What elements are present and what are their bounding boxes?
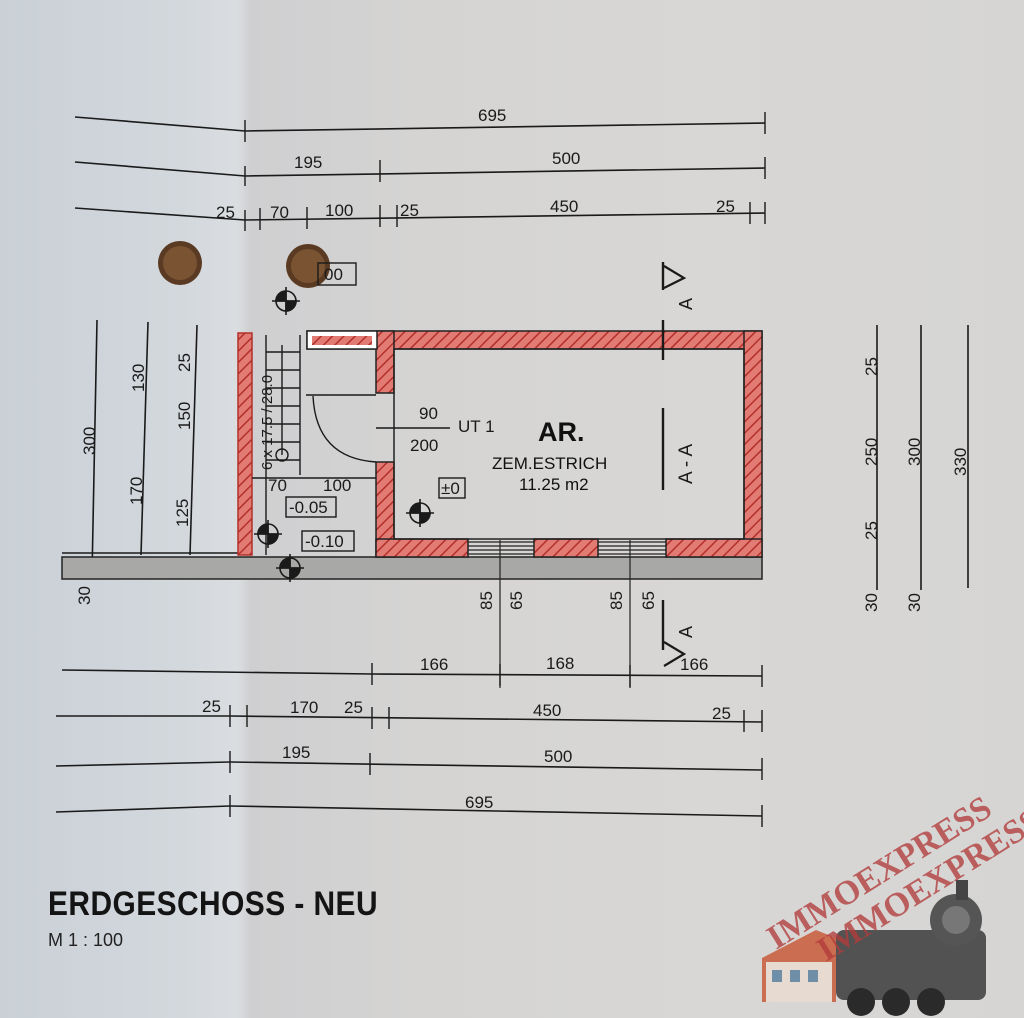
dim-right-30b: 30: [905, 593, 924, 612]
house-icon: [762, 930, 836, 1002]
dim-right-250: 250: [862, 438, 881, 466]
ground-strip: [61, 556, 763, 580]
dim-left-300: 300: [80, 427, 99, 455]
dim-right-330: 330: [951, 448, 970, 476]
opening-dim-65a: 65: [507, 591, 526, 610]
dim-top-195: 195: [294, 153, 322, 172]
box-label: 00: [324, 265, 343, 284]
dim-right-25b: 25: [862, 521, 881, 540]
watermark-logo: IMMOEXPRESS IMMOEXPRESS: [761, 789, 1024, 1016]
dim-bottom-166a: 166: [420, 655, 448, 674]
level-minus-005: -0.05: [289, 498, 328, 517]
plan-scale: M 1 : 100: [48, 930, 124, 950]
top-dimension-labels: 695 195 500 25 70 100 25 450 25: [216, 106, 735, 222]
dim-bottom-170: 170: [290, 698, 318, 717]
dim-top-70: 70: [270, 203, 289, 222]
level-marker-icon: [406, 499, 434, 527]
dim-top-25a: 25: [216, 203, 235, 222]
binder-holes: [158, 241, 330, 288]
level-minus-010: -0.10: [305, 532, 344, 551]
dim-left-30: 30: [75, 586, 94, 605]
dim-left-125: 125: [173, 499, 192, 527]
section-label: A - A: [676, 444, 697, 484]
dim-left-170: 170: [127, 477, 146, 505]
opening-dim-65b: 65: [639, 591, 658, 610]
dim-bottom-500: 500: [544, 747, 572, 766]
dim-right-25a: 25: [862, 357, 881, 376]
level-marker-icon: [272, 287, 300, 315]
window-openings: [468, 540, 666, 688]
dim-bottom-195: 195: [282, 743, 310, 762]
level-zero: ±0: [441, 479, 460, 498]
dim-top-total: 695: [478, 106, 506, 125]
dim-bottom-450: 450: [533, 701, 561, 720]
bottom-dimension-lines: [55, 663, 763, 827]
locomotive-icon: [836, 880, 986, 1016]
dim-bottom-695: 695: [465, 793, 493, 812]
stair-label: 6 x 17.5 / 28.0: [259, 375, 276, 470]
door-width: 90: [419, 404, 438, 423]
dim-top-25c: 25: [716, 197, 735, 216]
plan-title: ERDGESCHOSS - NEU: [48, 885, 378, 923]
room-code: AR.: [538, 417, 585, 447]
dim-bottom-25a: 25: [202, 697, 221, 716]
level-marker-icon: [276, 554, 304, 582]
level-marker-icon: [254, 520, 282, 548]
level-marker-icons: [254, 287, 434, 582]
dim-top-450: 450: [550, 197, 578, 216]
door-label: UT 1: [458, 417, 495, 436]
left-dimension-lines: [62, 319, 240, 576]
dim-bottom-25c: 25: [712, 704, 731, 723]
dim-bottom-168: 168: [546, 654, 574, 673]
room-walls: [306, 330, 763, 558]
stair-area: [237, 332, 377, 556]
section-marker-bottom: A: [676, 626, 696, 638]
dim-left-150: 150: [175, 402, 194, 430]
dim-bottom-25b: 25: [344, 698, 363, 717]
section-arrow-icon: [663, 265, 687, 667]
title-block: ERDGESCHOSS - NEU M 1 : 100: [48, 885, 423, 951]
section-marker-top: A: [676, 298, 696, 310]
room-floor: ZEM.ESTRICH: [492, 454, 607, 473]
right-dimension-lines: [876, 325, 969, 590]
left-dimension-labels: 300 130 170 25 150 125 30: [75, 353, 194, 605]
level-boxes: [285, 262, 466, 552]
dim-top-25b: 25: [400, 201, 419, 220]
dim-right-30a: 30: [862, 593, 881, 612]
dim-bottom-166b: 166: [680, 655, 708, 674]
top-dimension-lines: [74, 112, 766, 231]
opening-dim-85a: 85: [477, 591, 496, 610]
dim-top-500: 500: [552, 149, 580, 168]
room-area: 11.25 m2: [519, 475, 589, 494]
dim-right-300: 300: [905, 438, 924, 466]
opening-dim-85b: 85: [607, 591, 626, 610]
stair-dim-100: 100: [323, 476, 351, 495]
dim-left-130: 130: [129, 364, 148, 392]
dim-top-100: 100: [325, 201, 353, 220]
stair-dim-70: 70: [268, 476, 287, 495]
door-height: 200: [410, 436, 438, 455]
dim-left-25: 25: [175, 353, 194, 372]
